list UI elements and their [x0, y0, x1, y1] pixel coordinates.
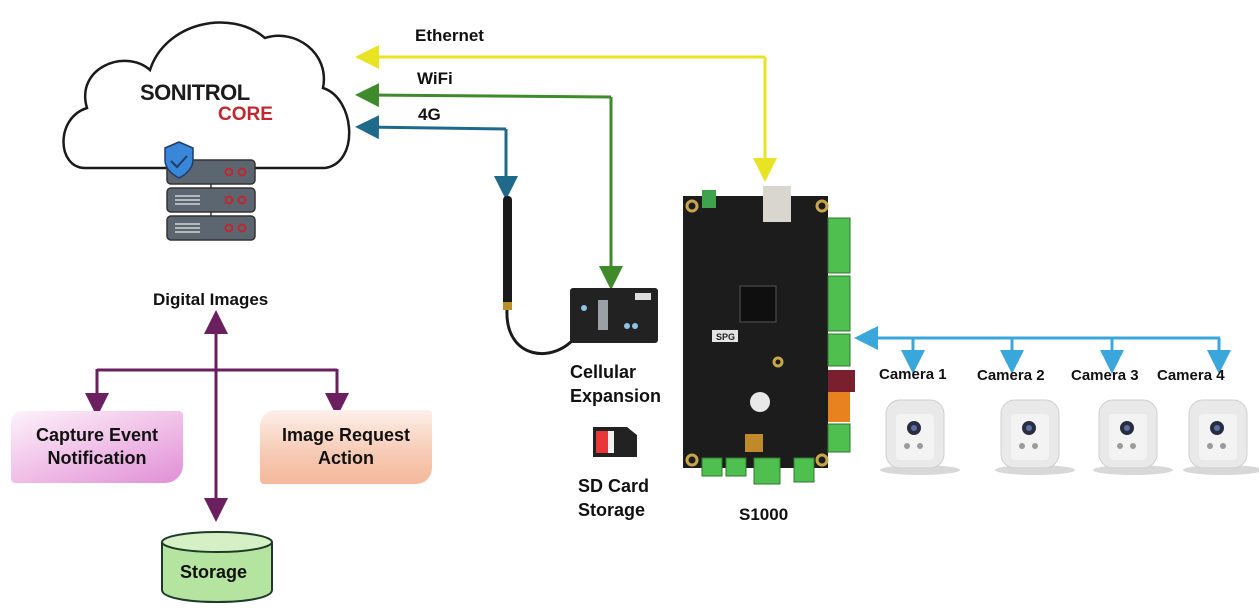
camera-4-icon [1183, 399, 1259, 475]
product-name: CORE [218, 104, 273, 125]
sd-line-2: Storage [578, 500, 646, 520]
request-line-2: Action [317, 448, 374, 468]
board-logo: SPG [716, 332, 735, 342]
cloud-server-graphic [62, 21, 351, 241]
cellular-line-2: Expansion [570, 386, 662, 406]
camera-3-icon [1093, 399, 1173, 475]
s1000-label: S1000 [739, 505, 789, 524]
sd-line-1: SD Card [578, 476, 650, 496]
request-line-1: Image Request [281, 425, 411, 445]
ethernet-label: Ethernet [415, 26, 484, 45]
storage-label: Storage [180, 562, 248, 582]
digital-images-label: Digital Images [153, 290, 269, 309]
server-icon [166, 159, 256, 241]
brand-logo: SONITROL [140, 80, 250, 105]
wifi-line [355, 83, 612, 108]
4g-label: 4G [418, 105, 441, 124]
shield-check-icon [164, 141, 194, 179]
cellular-expansion-label: Cellular Expansion [570, 360, 661, 408]
camera-3-label: Camera 3 [1071, 367, 1139, 384]
cellular-board-icon [570, 288, 658, 343]
camera-1-icon [880, 399, 960, 475]
sd-card-label: SD Card Storage [578, 474, 649, 522]
antenna-icon [503, 196, 512, 306]
wifi-label: WiFi [417, 69, 453, 88]
cellular-line-1: Cellular [570, 362, 637, 382]
s1000-board-graphic: SPG [683, 186, 855, 485]
capture-line-2: Notification [47, 448, 147, 468]
sd-card-icon [593, 427, 637, 457]
camera-1-label: Camera 1 [879, 366, 947, 383]
4g-line [355, 115, 507, 140]
storage-cylinder [161, 531, 273, 603]
cellular-expansion-graphic [503, 196, 658, 356]
camera-2-label: Camera 2 [977, 367, 1045, 384]
camera-4-label: Camera 4 [1157, 367, 1225, 384]
camera-2-icon [995, 399, 1075, 475]
capture-line-1: Capture Event [35, 425, 159, 445]
cloud-icon [62, 21, 351, 170]
